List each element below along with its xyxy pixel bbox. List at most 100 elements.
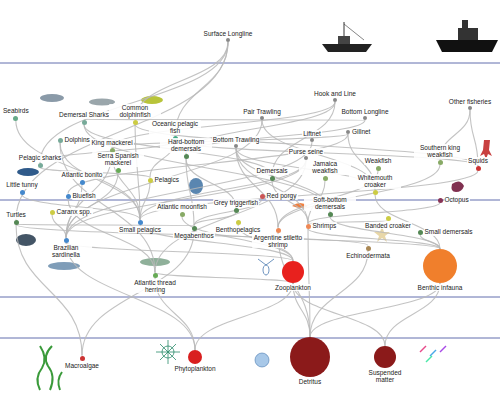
group-label: Hard-bottom demersals bbox=[160, 138, 212, 152]
group-label: Atlantic bonito bbox=[61, 171, 104, 178]
group-label: Zooplankton bbox=[274, 284, 312, 291]
trophic-group-node: Bluefish bbox=[66, 192, 97, 199]
boat-hull bbox=[322, 44, 372, 52]
group-dot bbox=[306, 224, 311, 229]
trophic-link bbox=[84, 119, 365, 121]
group-label: Southern king weakfish bbox=[414, 144, 466, 158]
boat-hull bbox=[436, 40, 498, 52]
trophic-group-node: Soft-bottom demersals bbox=[304, 196, 356, 216]
group-label: Banded croaker bbox=[364, 222, 412, 229]
group-label: Pelagic sharks bbox=[18, 154, 62, 161]
group-label: Suspended matter bbox=[359, 369, 411, 383]
trophic-group-node: Little tunny bbox=[5, 181, 38, 194]
boat-cabin bbox=[338, 36, 350, 44]
trophic-group-node: Red porgy bbox=[260, 192, 298, 199]
group-dot bbox=[58, 138, 63, 143]
trophic-link bbox=[52, 215, 66, 238]
detritus-figure bbox=[255, 353, 269, 367]
group-dot bbox=[192, 226, 197, 231]
group-label: Demersal Sharks bbox=[58, 111, 110, 118]
trophic-level-lines bbox=[0, 63, 500, 338]
group-label: Benthic infauna bbox=[417, 284, 464, 291]
trophic-group-node: Pelagic sharks bbox=[18, 154, 62, 167]
particle bbox=[426, 356, 432, 362]
trophic-group-node: Shrimps bbox=[306, 222, 338, 229]
trophic-group-node: Jamaica weakfish bbox=[299, 160, 351, 180]
fishery-label: Pair Trawling bbox=[242, 108, 282, 115]
trophic-group-node: Banded croaker bbox=[364, 216, 412, 229]
fishery-dot bbox=[346, 130, 350, 134]
group-dot bbox=[276, 228, 281, 233]
trophic-group-node: Small pelagics bbox=[118, 220, 162, 233]
group-label: Seabirds bbox=[2, 107, 30, 114]
trophic-link bbox=[140, 171, 478, 220]
group-dot bbox=[184, 154, 189, 159]
fishery-node: Gillnet bbox=[346, 128, 371, 135]
trophic-group-node: Demersals bbox=[255, 167, 288, 180]
fishery-label: Purse seine bbox=[288, 148, 324, 155]
group-label: Shrimps bbox=[312, 222, 338, 229]
algae-frond bbox=[37, 346, 44, 390]
fishery-label: Bottom Longline bbox=[341, 108, 390, 115]
group-dot bbox=[13, 116, 18, 121]
group-dot bbox=[373, 190, 378, 195]
group-label: Small demersals bbox=[424, 228, 474, 235]
group-label: Demersals bbox=[255, 167, 288, 174]
squid-figure bbox=[480, 140, 492, 159]
fishery-dot bbox=[333, 98, 337, 102]
group-dot bbox=[116, 168, 121, 173]
group-dot bbox=[270, 176, 275, 181]
trophic-link bbox=[16, 225, 194, 226]
fishery-dot bbox=[226, 38, 230, 42]
trophic-link bbox=[66, 142, 312, 238]
copepod-body bbox=[263, 265, 269, 275]
group-label: Whitemouth croaker bbox=[349, 174, 401, 188]
group-label: Jamaica weakfish bbox=[299, 160, 351, 174]
fishery-label: Gillnet bbox=[351, 128, 371, 135]
trophic-group-node: Weakfish bbox=[364, 157, 393, 170]
trophic-group-node: Small demersals bbox=[418, 228, 474, 235]
boat-cabin bbox=[458, 28, 478, 40]
trophic-link bbox=[194, 231, 440, 250]
fishery-dot bbox=[468, 106, 472, 110]
group-label: Turtles bbox=[5, 211, 27, 218]
group-label: Soft-bottom demersals bbox=[304, 196, 356, 210]
group-label: Caranx spp. bbox=[56, 208, 93, 215]
trophic-group-node: Phytoplankton bbox=[173, 350, 216, 372]
group-dot bbox=[38, 163, 43, 168]
trophic-group-node: Serra Spanish mackerel bbox=[92, 152, 144, 172]
fishing-boat-small bbox=[322, 22, 372, 52]
fishery-dot bbox=[363, 116, 367, 120]
particle bbox=[430, 350, 436, 356]
fishery-node: Bottom Longline bbox=[341, 108, 390, 120]
group-label: Little tunny bbox=[5, 181, 38, 188]
fishery-node: Surface Longline bbox=[203, 30, 254, 42]
sardinella-figure bbox=[48, 262, 80, 270]
trophic-group-node: Atlantic moonfish bbox=[156, 203, 208, 216]
group-label: Squids bbox=[467, 157, 489, 164]
group-dot bbox=[323, 176, 328, 181]
group-label: Megabenthos bbox=[173, 232, 214, 239]
algae-frond bbox=[58, 372, 62, 390]
group-dot bbox=[133, 120, 138, 125]
trophic-group-node: Octopus bbox=[438, 196, 470, 203]
group-dot bbox=[153, 273, 158, 278]
group-dot bbox=[64, 238, 69, 243]
particle bbox=[420, 346, 426, 352]
trophic-link bbox=[272, 181, 308, 224]
fishing-boat-large bbox=[436, 20, 498, 52]
trophic-group-node: Whitemouth croaker bbox=[349, 174, 401, 194]
group-label: Red porgy bbox=[266, 192, 298, 199]
group-label: Weakfish bbox=[364, 157, 393, 164]
trophic-link bbox=[186, 120, 365, 154]
trophic-level-line bbox=[0, 338, 500, 339]
group-dot bbox=[366, 246, 371, 251]
fishery-dot bbox=[260, 116, 264, 120]
trophic-group-node: Southern king weakfish bbox=[414, 144, 466, 164]
trophic-group-node: Grey triggerfish bbox=[213, 199, 259, 212]
fishery-node: Pair Trawling bbox=[242, 108, 282, 120]
fishery-node: Hook and Line bbox=[313, 90, 357, 102]
macroalgae-figure bbox=[37, 346, 62, 390]
fishery-label: Other fisheries bbox=[448, 98, 492, 105]
